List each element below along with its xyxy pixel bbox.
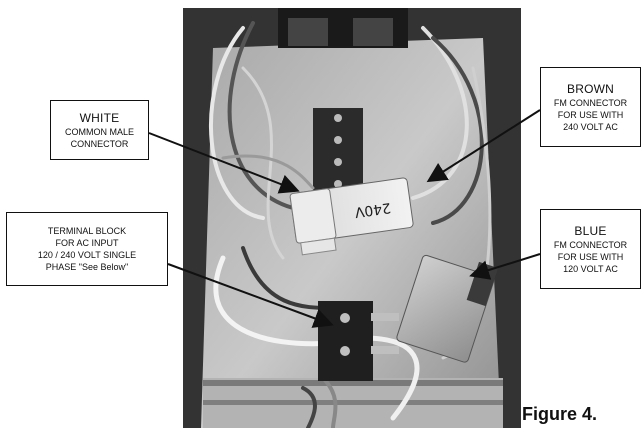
callout-brown-connector: BROWN FM CONNECTOR FOR USE WITH 240 VOLT… [540,67,641,147]
callout-blue-head: BLUE [574,223,607,238]
callout-brown-line: 240 VOLT AC [563,122,618,133]
callout-blue-connector: BLUE FM CONNECTOR FOR USE WITH 120 VOLT … [540,209,641,289]
connector-marking: 240V [353,199,392,220]
callout-white-line: COMMON MALE [64,126,134,137]
callout-blue-line: FOR USE WITH [557,252,624,263]
callout-brown-line: FOR USE WITH [557,110,624,121]
callout-white-line: CONNECTOR [70,139,129,150]
callout-terminal-line: 120 / 240 VOLT SINGLE [37,250,137,260]
figure-label: Figure 4. [522,404,598,424]
wiring-photo: 240V [183,8,521,428]
callout-terminal-line: TERMINAL BLOCK [47,225,127,236]
callout-terminal-line: PHASE "See Below" [45,262,129,273]
callout-blue-line: 120 VOLT AC [563,264,618,275]
callout-blue-line: FM CONNECTOR [553,239,628,250]
callout-terminal-line: FOR AC INPUT [55,237,119,248]
callout-brown-head: BROWN [567,81,614,96]
callout-white-head: WHITE [79,110,120,125]
callout-terminal-block: TERMINAL BLOCK FOR AC INPUT 120 / 240 VO… [6,212,168,286]
callout-brown-line: FM CONNECTOR [553,97,628,108]
callout-white-connector: WHITE COMMON MALE CONNECTOR [50,100,149,160]
